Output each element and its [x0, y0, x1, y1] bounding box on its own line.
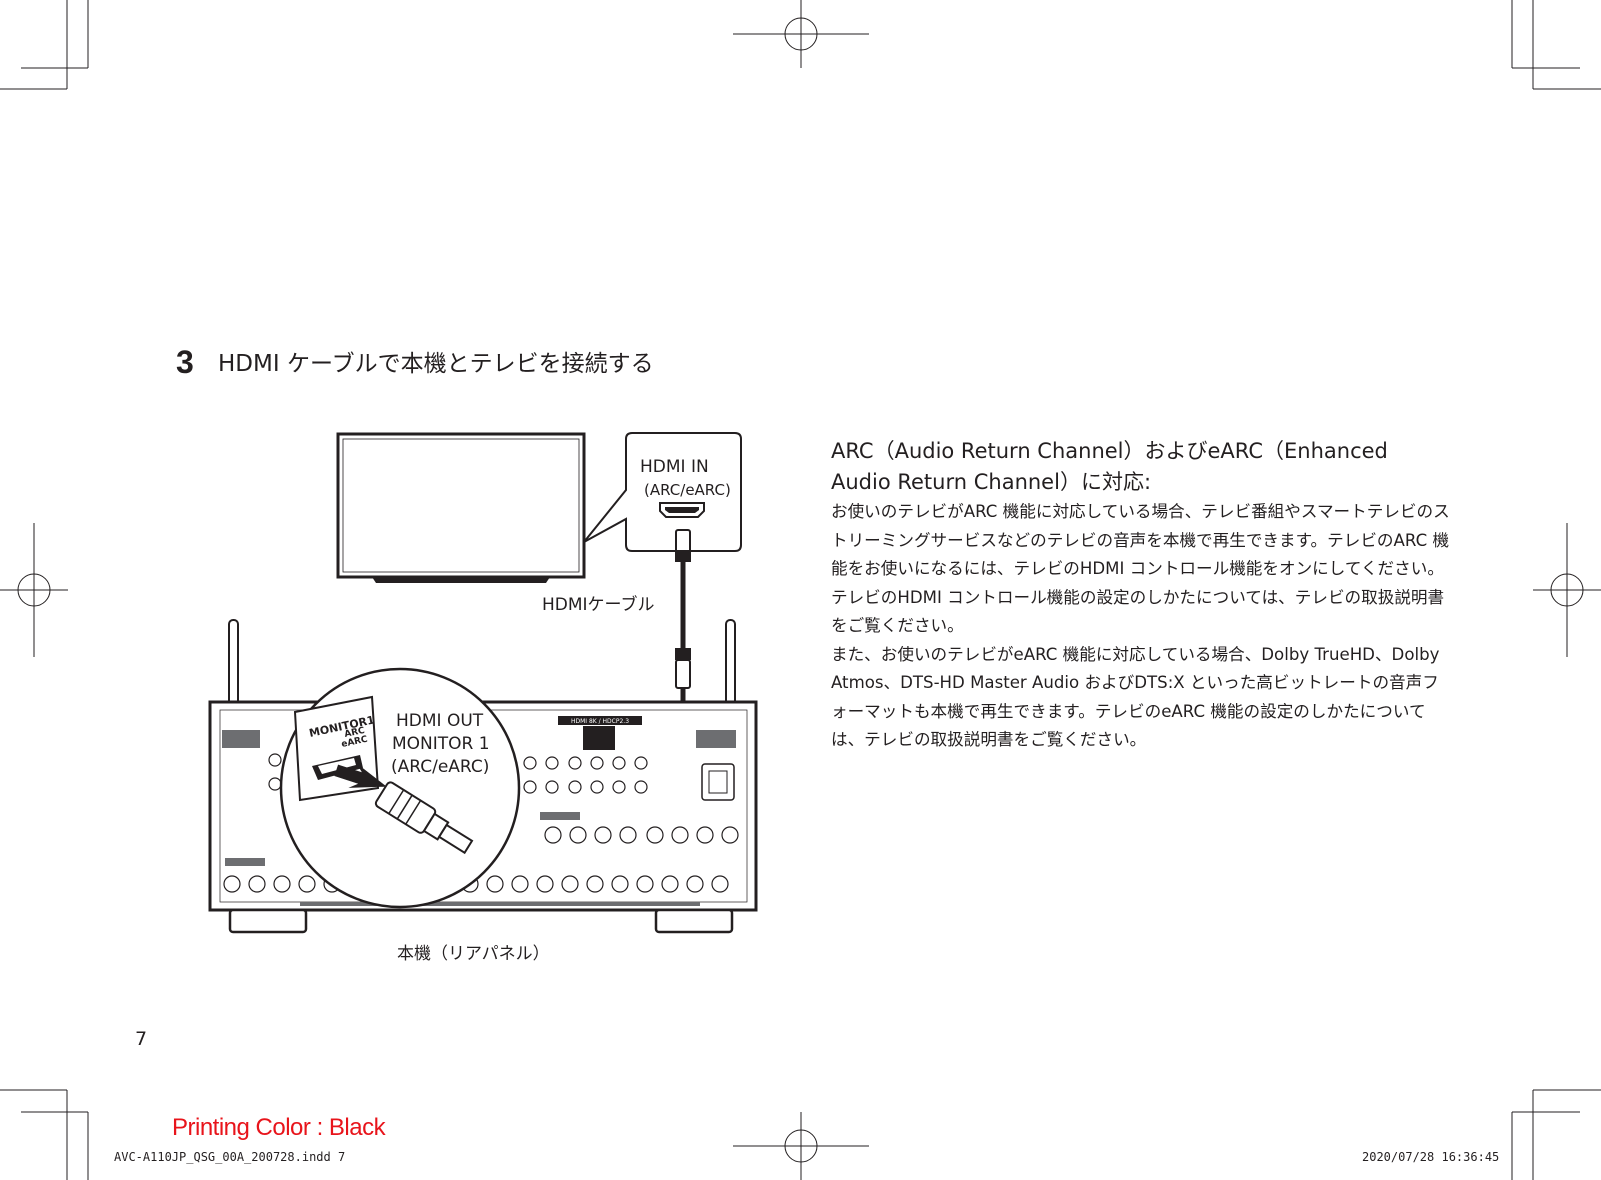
slug-datetime: 2020/07/28 16:36:45	[1362, 1150, 1500, 1164]
step-title: HDMI ケーブルで本機とテレビを接続する	[218, 351, 654, 377]
hdmi-out-arc-label: (ARC/eARC)	[391, 757, 490, 777]
rear-panel-caption: 本機（リアパネル）	[397, 944, 550, 964]
arc-paragraph-1: お使いのテレビがARC 機能に対応している場合、テレビ番組やスマートテレビのスト…	[831, 502, 1450, 635]
page-number: 7	[135, 1028, 148, 1050]
cable-label: HDMIケーブル	[542, 595, 655, 615]
magnified-port-view: MONITOR1 ARC eARC	[279, 667, 521, 909]
hdmi-in-callout	[583, 432, 742, 552]
step-number: 3	[176, 344, 194, 380]
port-label-arc: ARC	[344, 726, 367, 740]
arc-heading: ARC（Audio Return Channel）およびeARC（Enhance…	[831, 439, 1388, 494]
arc-paragraph-2: また、お使いのテレビがeARC 機能に対応している場合、Dolby TrueHD…	[831, 644, 1440, 750]
hdmi-out-label: HDMI OUT	[396, 711, 484, 731]
hdmi-in-arc-label: (ARC/eARC)	[644, 481, 731, 499]
hdmi-in-label: HDMI IN	[640, 457, 709, 477]
slug-file: AVC-A110JP_QSG_00A_200728.indd 7	[114, 1150, 346, 1164]
panel-header-text: HDMI 8K / HDCP2.3	[571, 718, 629, 725]
tv-illustration	[336, 432, 586, 583]
printing-color-note: Printing Color : Black	[172, 1114, 386, 1141]
monitor-label: MONITOR 1	[392, 734, 490, 754]
hdmi-port-icon	[659, 502, 705, 518]
arc-body: お使いのテレビがARC 機能に対応している場合、テレビ番組やスマートテレビのスト…	[831, 498, 1451, 755]
